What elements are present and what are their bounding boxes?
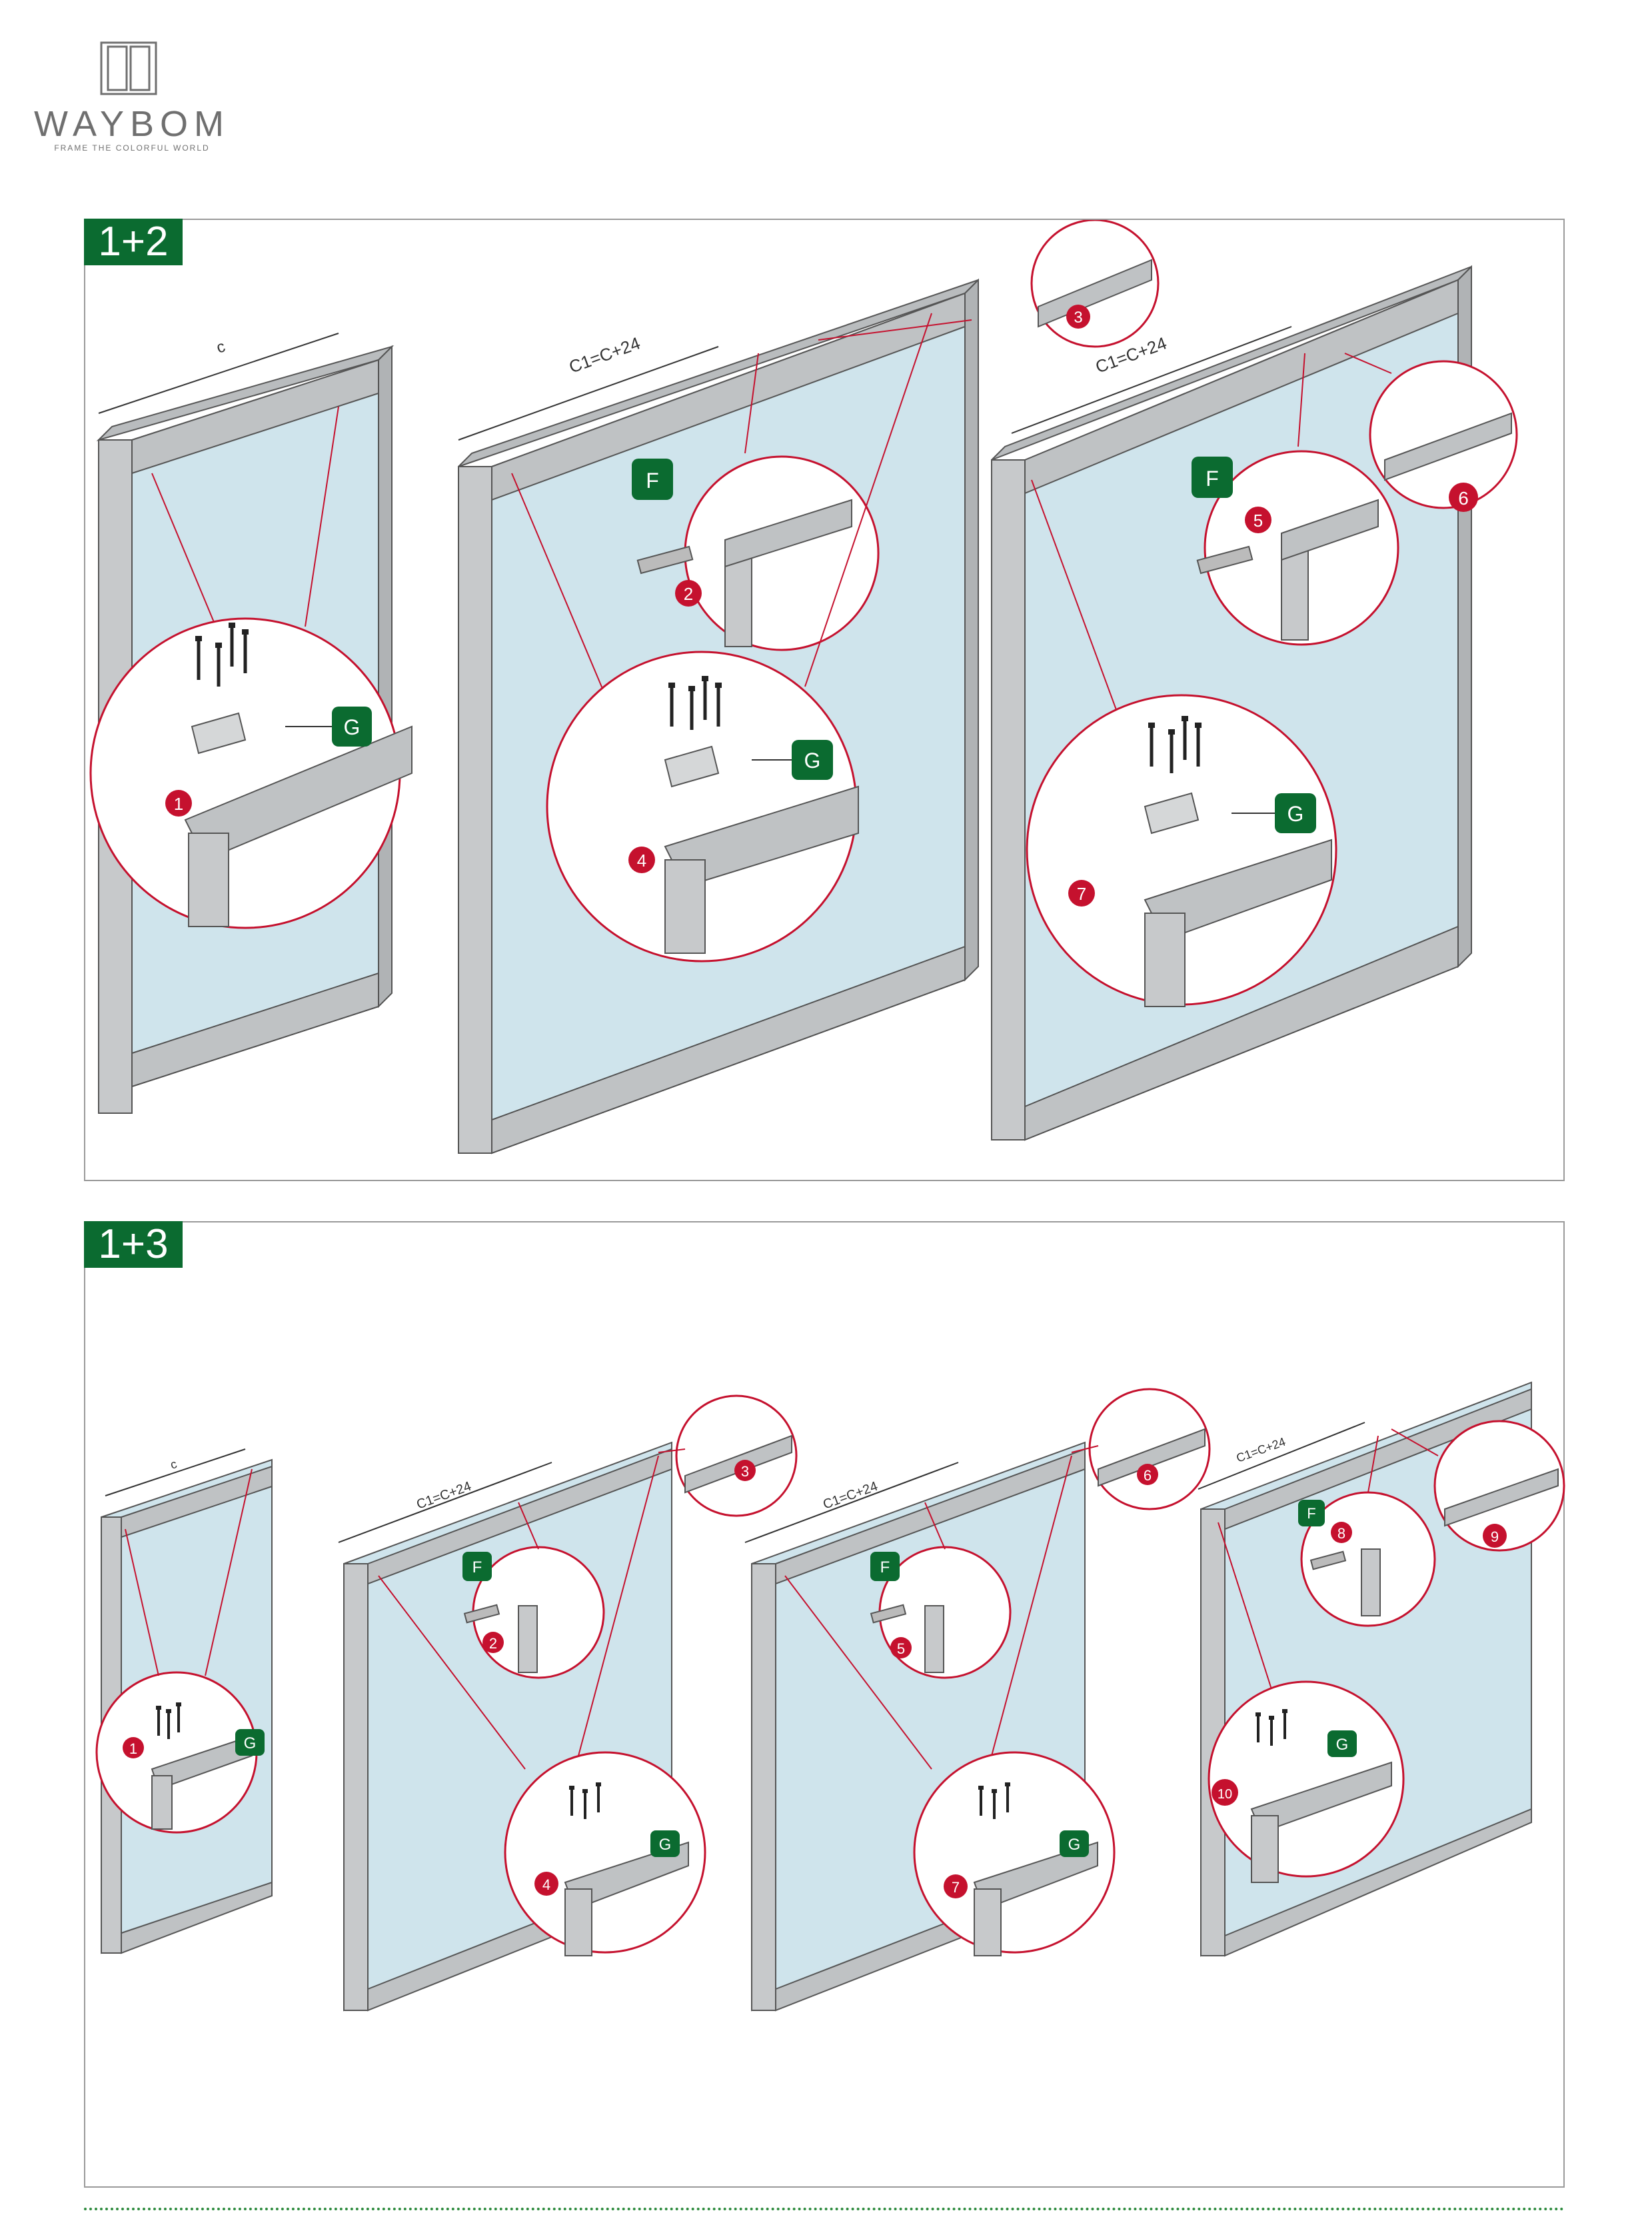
brand-logo: WAYBOM FRAME THE COLORFUL WORLD [32,40,232,153]
dimension-c-label: c [215,337,228,357]
part-label-g: G [1336,1736,1349,1754]
section-tag: 1+3 [84,1221,183,1268]
detail-circle-1: G 1 [89,406,413,929]
part-label-f: F [880,1558,890,1576]
detail-circle-7: G 7 [1026,479,1337,1007]
step-badge: 3 [1074,309,1082,327]
part-label-g: G [659,1836,672,1854]
footer-divider [84,2208,1565,2210]
detail-circle-4: G 4 [511,313,932,963]
detail-circle-b6: 6 [1088,1388,1211,1510]
detail-circle-b9: 9 [1433,1420,1565,1552]
connector-lines [125,1428,1439,1770]
part-label-f: F [472,1558,482,1576]
step-badge: 2 [489,1635,497,1652]
step-badge: 8 [1337,1525,1345,1542]
part-label-g: G [344,715,361,739]
step-badge: 6 [1458,488,1469,509]
step-badge: 9 [1491,1528,1499,1545]
dimension-c1-label: C1=C+24 [566,333,643,377]
detail-circle-5: F 5 [1192,353,1399,646]
step-badge: 1 [174,794,183,814]
part-label-f: F [646,469,659,493]
brand-tagline: FRAME THE COLORFUL WORLD [54,143,210,153]
detail-circle-b2: F 2 [462,1546,605,1679]
dimension-c-label: c [169,1457,179,1472]
detail-circle-b3: 3 [675,1394,798,1517]
section-panel-1-2: 1+2 c C1=C+24 [84,219,1565,1181]
step-badge: 10 [1218,1787,1232,1802]
part-label-g: G [244,1734,257,1752]
detail-circle-b10: G 10 [1208,1680,1405,1883]
step-badge: 6 [1144,1467,1152,1484]
step-badge: 5 [1253,511,1263,531]
detail-circle-b7: G 7 [913,1751,1116,1956]
step-badge: 1 [129,1740,137,1757]
step-badge: 5 [897,1640,905,1657]
installation-diagram-1-2: c C1=C+24 C1=C+24 [89,220,1518,1154]
step-badge: 4 [542,1876,550,1893]
step-badge: 7 [1077,884,1086,904]
part-label-g: G [1287,802,1304,826]
brand-name: WAYBOM [34,104,230,144]
dimension-c1-label: C1=C+24 [1235,1435,1287,1465]
part-label-g: G [804,749,821,773]
step-badge: 3 [741,1463,749,1480]
part-label-f: F [1307,1505,1315,1522]
detail-circle-2: F 2 [632,353,880,651]
detail-circle-b5: F 5 [870,1546,1012,1679]
part-label-f: F [1206,467,1219,491]
part-label-g: G [1068,1836,1081,1854]
section-panel-1-3: 1+3 c C1=C+24 [84,1221,1565,2188]
detail-circle-6: 6 [1344,353,1518,512]
installation-diagram-1-3: c C1=C+24 C1=C+24 C1=C+24 [95,1381,1565,2012]
step-badge: 2 [684,584,693,604]
dimension-c1-label: C1=C+24 [821,1479,880,1512]
step-badge: 4 [637,851,646,871]
detail-circle-3: 3 [818,220,1160,348]
detail-circle-b4: G 4 [504,1751,706,1956]
dimension-c1-label: C1=C+24 [414,1479,473,1512]
section-tag: 1+2 [84,219,183,265]
logo-door-icon [100,41,157,95]
detail-circle-b8: F 8 [1298,1491,1436,1627]
detail-circle-b1: G 1 [95,1671,265,1834]
step-badge: 7 [952,1879,960,1896]
